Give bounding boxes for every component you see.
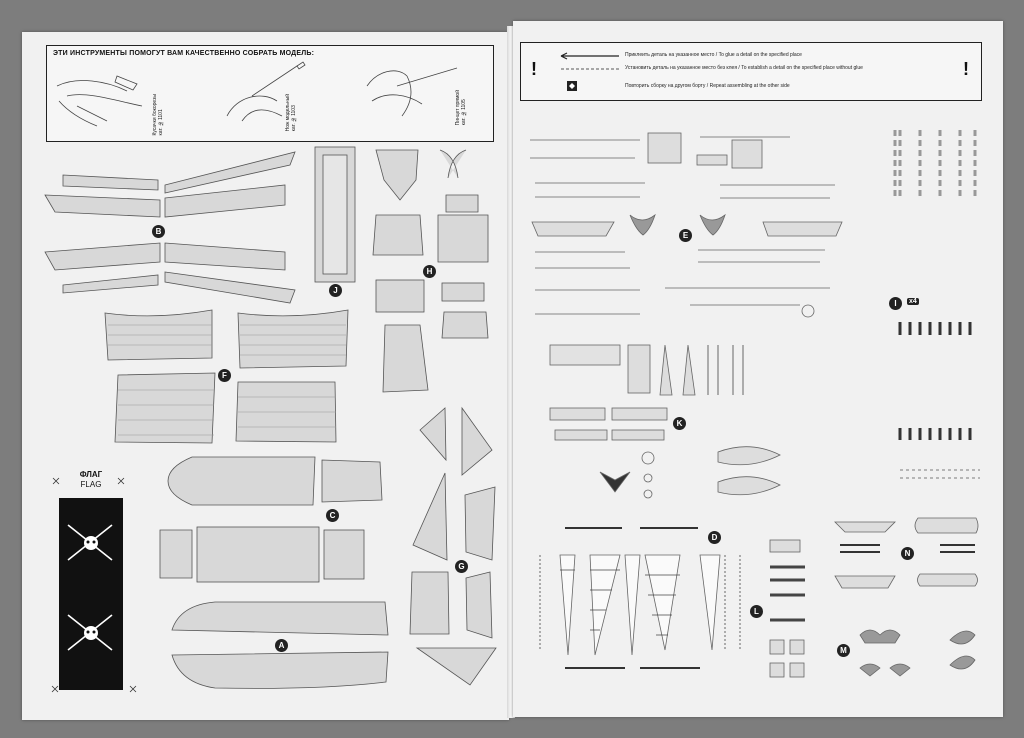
scissors-icon bbox=[129, 685, 137, 693]
sheet-badge-d: D bbox=[708, 531, 721, 544]
legend-text-ru: Установить деталь на указанное место без… bbox=[625, 65, 738, 71]
part-k-hull-detail bbox=[717, 476, 781, 496]
sheet-badge-l: L bbox=[750, 605, 763, 618]
part-n-boat bbox=[834, 575, 896, 589]
sheet-badge-g: G bbox=[455, 560, 468, 573]
part-e-hull-top bbox=[531, 221, 615, 237]
part-g-sail bbox=[409, 571, 450, 635]
sheet-badge-h: H bbox=[423, 265, 436, 278]
part-g-sail bbox=[412, 472, 448, 561]
part-m-ornament bbox=[859, 629, 901, 644]
part-f-sail bbox=[237, 309, 349, 369]
part-n-boat bbox=[834, 521, 896, 533]
part-h-panel bbox=[441, 282, 485, 302]
warning-mark-left: ! bbox=[531, 59, 537, 79]
part-e-platform bbox=[647, 132, 682, 164]
part-h-panel bbox=[375, 279, 425, 313]
repeat-badge: x4 bbox=[907, 298, 919, 305]
part-n-boat bbox=[914, 517, 979, 534]
part-h-panel bbox=[441, 311, 489, 339]
part-m-ornament bbox=[949, 655, 976, 670]
part-g-sail bbox=[415, 647, 497, 686]
sheet-badge-j: J bbox=[329, 284, 342, 297]
part-h-keel-piece bbox=[382, 324, 429, 393]
sheet-badge-n: N bbox=[901, 547, 914, 560]
tools-illustration bbox=[56, 61, 458, 127]
part-h-stern-panel bbox=[372, 214, 424, 256]
sheet-badge-m: M bbox=[837, 644, 850, 657]
part-h-stern-panel bbox=[437, 214, 489, 263]
scissors-icon bbox=[117, 477, 125, 485]
part-g-sail bbox=[419, 407, 447, 462]
flag-title-ru: ФЛАГ bbox=[79, 470, 103, 479]
sheet-badge-i: I bbox=[889, 297, 902, 310]
scissors-icon bbox=[52, 477, 60, 485]
part-a-hull-bottom bbox=[171, 651, 389, 689]
sheet-badge-f: F bbox=[218, 369, 231, 382]
part-c-deck bbox=[167, 456, 316, 506]
part-c-deck bbox=[196, 526, 320, 583]
legend-row-noglue: Установить деталь на указанное место без… bbox=[625, 65, 863, 71]
legend-text-en: To establish a detail on the specified p… bbox=[741, 65, 863, 71]
flag-title: ФЛАГ FLAG bbox=[66, 470, 116, 490]
skull-icon bbox=[84, 626, 98, 640]
part-h-lid bbox=[445, 194, 479, 213]
legend-box: ! ! Приклеить деталь на указанное место … bbox=[520, 42, 982, 101]
scissors-icon bbox=[51, 685, 59, 693]
part-c-deck bbox=[321, 459, 383, 503]
part-h-transom bbox=[375, 149, 419, 201]
part-g-sail bbox=[465, 571, 493, 639]
legend-text-ru: Повторить сборку на другом борту bbox=[625, 83, 706, 89]
part-a-hull-bottom bbox=[171, 601, 389, 636]
part-c-deck bbox=[159, 529, 193, 579]
warning-mark-right: ! bbox=[963, 59, 969, 79]
tools-title: ЭТИ ИНСТРУМЕНТЫ ПОМОГУТ ВАМ КАЧЕСТВЕННО … bbox=[53, 50, 315, 57]
part-g-sail bbox=[461, 406, 493, 476]
part-d-shroud bbox=[559, 554, 721, 656]
part-b-hull-side bbox=[44, 242, 161, 271]
legend-row-glue: Приклеить деталь на указанное место / To… bbox=[625, 52, 802, 58]
part-e-yard bbox=[530, 136, 835, 315]
flag-panel bbox=[59, 498, 123, 690]
part-e-wheel bbox=[801, 304, 815, 318]
part-c-deck bbox=[323, 529, 365, 580]
part-b-hull-side bbox=[164, 184, 286, 218]
part-h-bracket bbox=[439, 149, 467, 179]
sheet-badge-c: C bbox=[326, 509, 339, 522]
sheet-badge-a: A bbox=[275, 639, 288, 652]
part-g-sail bbox=[464, 486, 496, 561]
legend-row-repeat: Повторить сборку на другом борту / Repea… bbox=[625, 83, 790, 89]
part-e-hull-top bbox=[762, 221, 843, 237]
part-k-hull-detail bbox=[717, 446, 781, 466]
legend-text-en: Repeat assembling at the other side bbox=[709, 83, 790, 89]
tools-box: ЭТИ ИНСТРУМЕНТЫ ПОМОГУТ ВАМ КАЧЕСТВЕННО … bbox=[46, 45, 494, 142]
part-b-hull-side bbox=[62, 174, 159, 191]
legend-text-en: To glue a detail on the specified place bbox=[718, 52, 802, 58]
part-b-hull-side bbox=[62, 274, 159, 294]
legend-text-ru: Приклеить деталь на указанное место bbox=[625, 52, 715, 58]
part-n-boat bbox=[917, 573, 978, 587]
skull-icon bbox=[84, 536, 98, 550]
part-b-hull-side bbox=[164, 242, 286, 271]
page-fold bbox=[507, 26, 515, 718]
sheet-badge-k: K bbox=[673, 417, 686, 430]
part-e-platform bbox=[731, 139, 763, 169]
sheet-badge-b: B bbox=[152, 225, 165, 238]
legend-arrows bbox=[560, 52, 619, 91]
part-m-ornament bbox=[949, 630, 976, 645]
part-b-hull-side bbox=[164, 151, 296, 194]
sheet-badge-e: E bbox=[679, 229, 692, 242]
part-b-hull-side bbox=[44, 194, 161, 218]
flag-title-en: FLAG bbox=[80, 480, 102, 489]
part-b-hull-side bbox=[164, 271, 296, 304]
part-f-sail bbox=[114, 372, 216, 444]
